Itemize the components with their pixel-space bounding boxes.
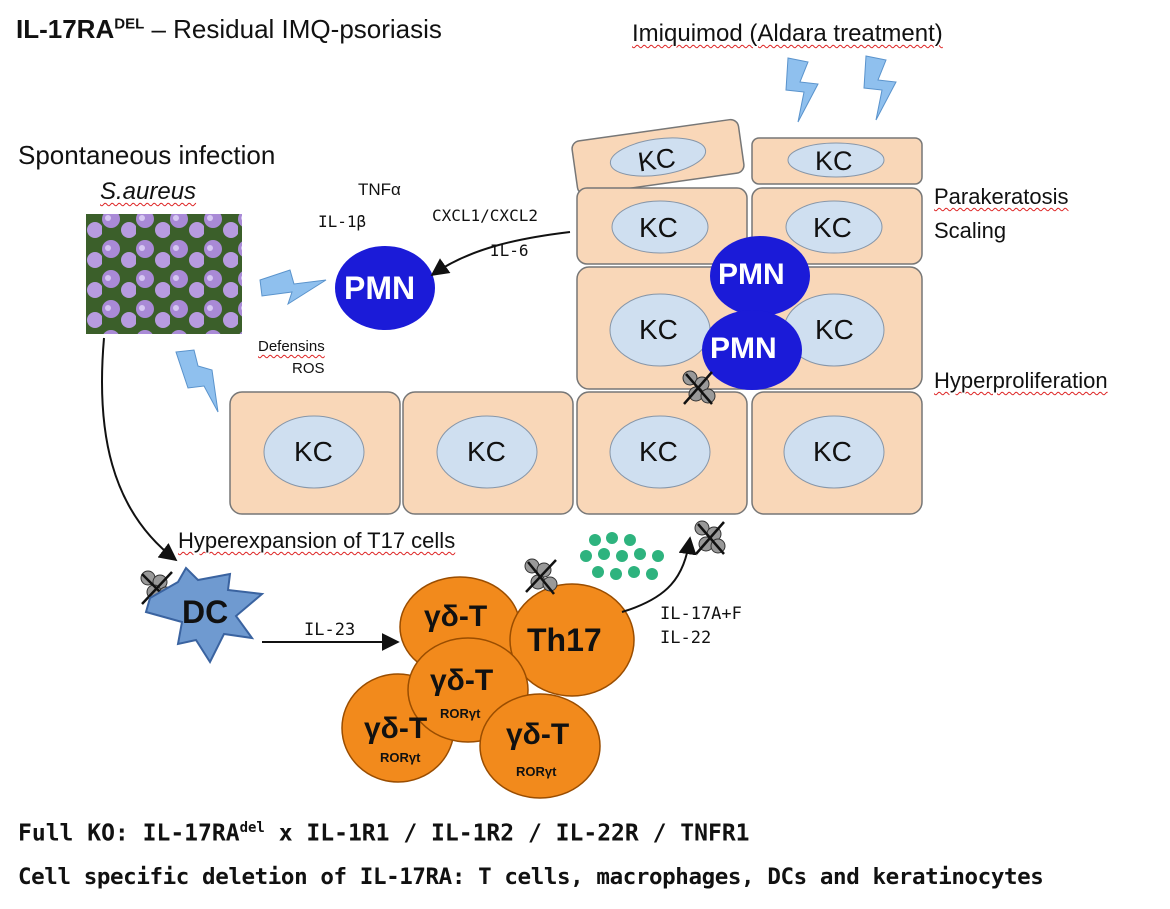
cxcl-label: CXCL1/CXCL2 [432, 206, 538, 225]
pmn-cell [702, 310, 802, 390]
page-title: IL-17RADEL – Residual IMQ-psoriasis [16, 14, 442, 45]
kc-cell [751, 137, 923, 185]
footer-line-1: Full KO: IL-17RAdel x IL-1R1 / IL-1R2 / … [18, 820, 750, 847]
kc-cell [402, 391, 574, 515]
pmn-label: PMN [718, 258, 785, 291]
arrow-kc-to-pmn [430, 231, 571, 277]
imiquimod-label: Imiquimod (Aldara treatment) [632, 20, 943, 47]
rorgt-label: RORγt [440, 706, 481, 721]
lightning-bolt-icon [259, 269, 327, 306]
kc-label: KC [639, 436, 678, 467]
footer-line-1-prefix: Full KO: IL-17RA [18, 820, 240, 847]
kc-cell [751, 391, 923, 515]
defensins-label: Defensins [258, 338, 325, 355]
pmn-cell [710, 236, 810, 316]
th17-label: Th17 [527, 622, 602, 658]
gd-t-label: γδ-T [430, 664, 494, 697]
kc-label: KC [813, 212, 852, 243]
il17af-label: IL-17A+F [660, 604, 742, 624]
gd-t-label: γδ-T [424, 600, 488, 633]
kc-label: KC [639, 212, 678, 243]
title-superscript: DEL [114, 15, 145, 33]
footer-line-1-suffix: x IL-1R1 / IL-1R2 / IL-22R / TNFR1 [264, 820, 750, 847]
gd-t-cell [479, 693, 601, 799]
arrow-infection-to-dc [100, 337, 178, 562]
dendritic-cell [144, 566, 265, 665]
title-suffix: – Residual IMQ-psoriasis [144, 14, 442, 44]
kc-label: KC [639, 314, 678, 345]
lightning-bolt-icon [863, 55, 897, 121]
blocked-receptor-icon [524, 558, 558, 595]
kc-label: KC [294, 436, 333, 467]
kc-label: KC [467, 436, 506, 467]
footer-line-1-superscript: del [239, 820, 265, 836]
blocked-receptor-icon [694, 520, 726, 555]
hyperexpansion-label: Hyperexpansion of T17 cells [178, 528, 456, 553]
pmn-label: PMN [710, 332, 777, 365]
kc-cell [576, 187, 748, 265]
il23-label: IL-23 [304, 620, 356, 640]
lightning-bolt-icon [785, 57, 819, 123]
kc-label: KC [815, 314, 854, 345]
il22-label: IL-22 [660, 628, 712, 648]
arrow-th17-to-kc [621, 536, 697, 613]
gd-t-label: γδ-T [364, 712, 428, 745]
dc-label: DC [182, 594, 229, 630]
rorgt-label: RORγt [516, 764, 557, 779]
organism-label: S.aureus [100, 178, 197, 205]
blocked-receptor-icon [682, 370, 716, 405]
kc-label: KC [636, 142, 678, 178]
rorgt-label: RORγt [380, 750, 421, 765]
lightning-bolt-icon [175, 349, 219, 413]
il1b-label: IL-1β [318, 212, 367, 231]
scaling-label: Scaling [934, 218, 1007, 243]
il6-label: IL-6 [490, 241, 529, 260]
th17-cell [509, 583, 635, 697]
il17-secreted-dots [580, 532, 664, 580]
kc-label: KC [813, 436, 852, 467]
kc-cell [229, 391, 401, 515]
ros-label: ROS [292, 360, 325, 377]
hyperproliferation-label: Hyperproliferation [934, 368, 1108, 393]
footer-line-2: Cell specific deletion of IL-17RA: T cel… [18, 864, 1044, 890]
pmn-label: PMN [344, 270, 416, 306]
kc-cell [576, 391, 748, 515]
parakeratosis-label: Parakeratosis [934, 184, 1069, 209]
infection-heading: Spontaneous infection [18, 140, 276, 170]
pmn-cell [335, 246, 435, 330]
kc-cell [571, 118, 745, 196]
title-prefix: IL-17RA [16, 14, 115, 44]
kc-label: KC [815, 146, 853, 176]
gd-t-label: γδ-T [506, 718, 570, 751]
tnfa-label: TNFα [358, 180, 401, 199]
kc-cell [751, 187, 923, 265]
s-aureus-micrograph [86, 214, 242, 334]
